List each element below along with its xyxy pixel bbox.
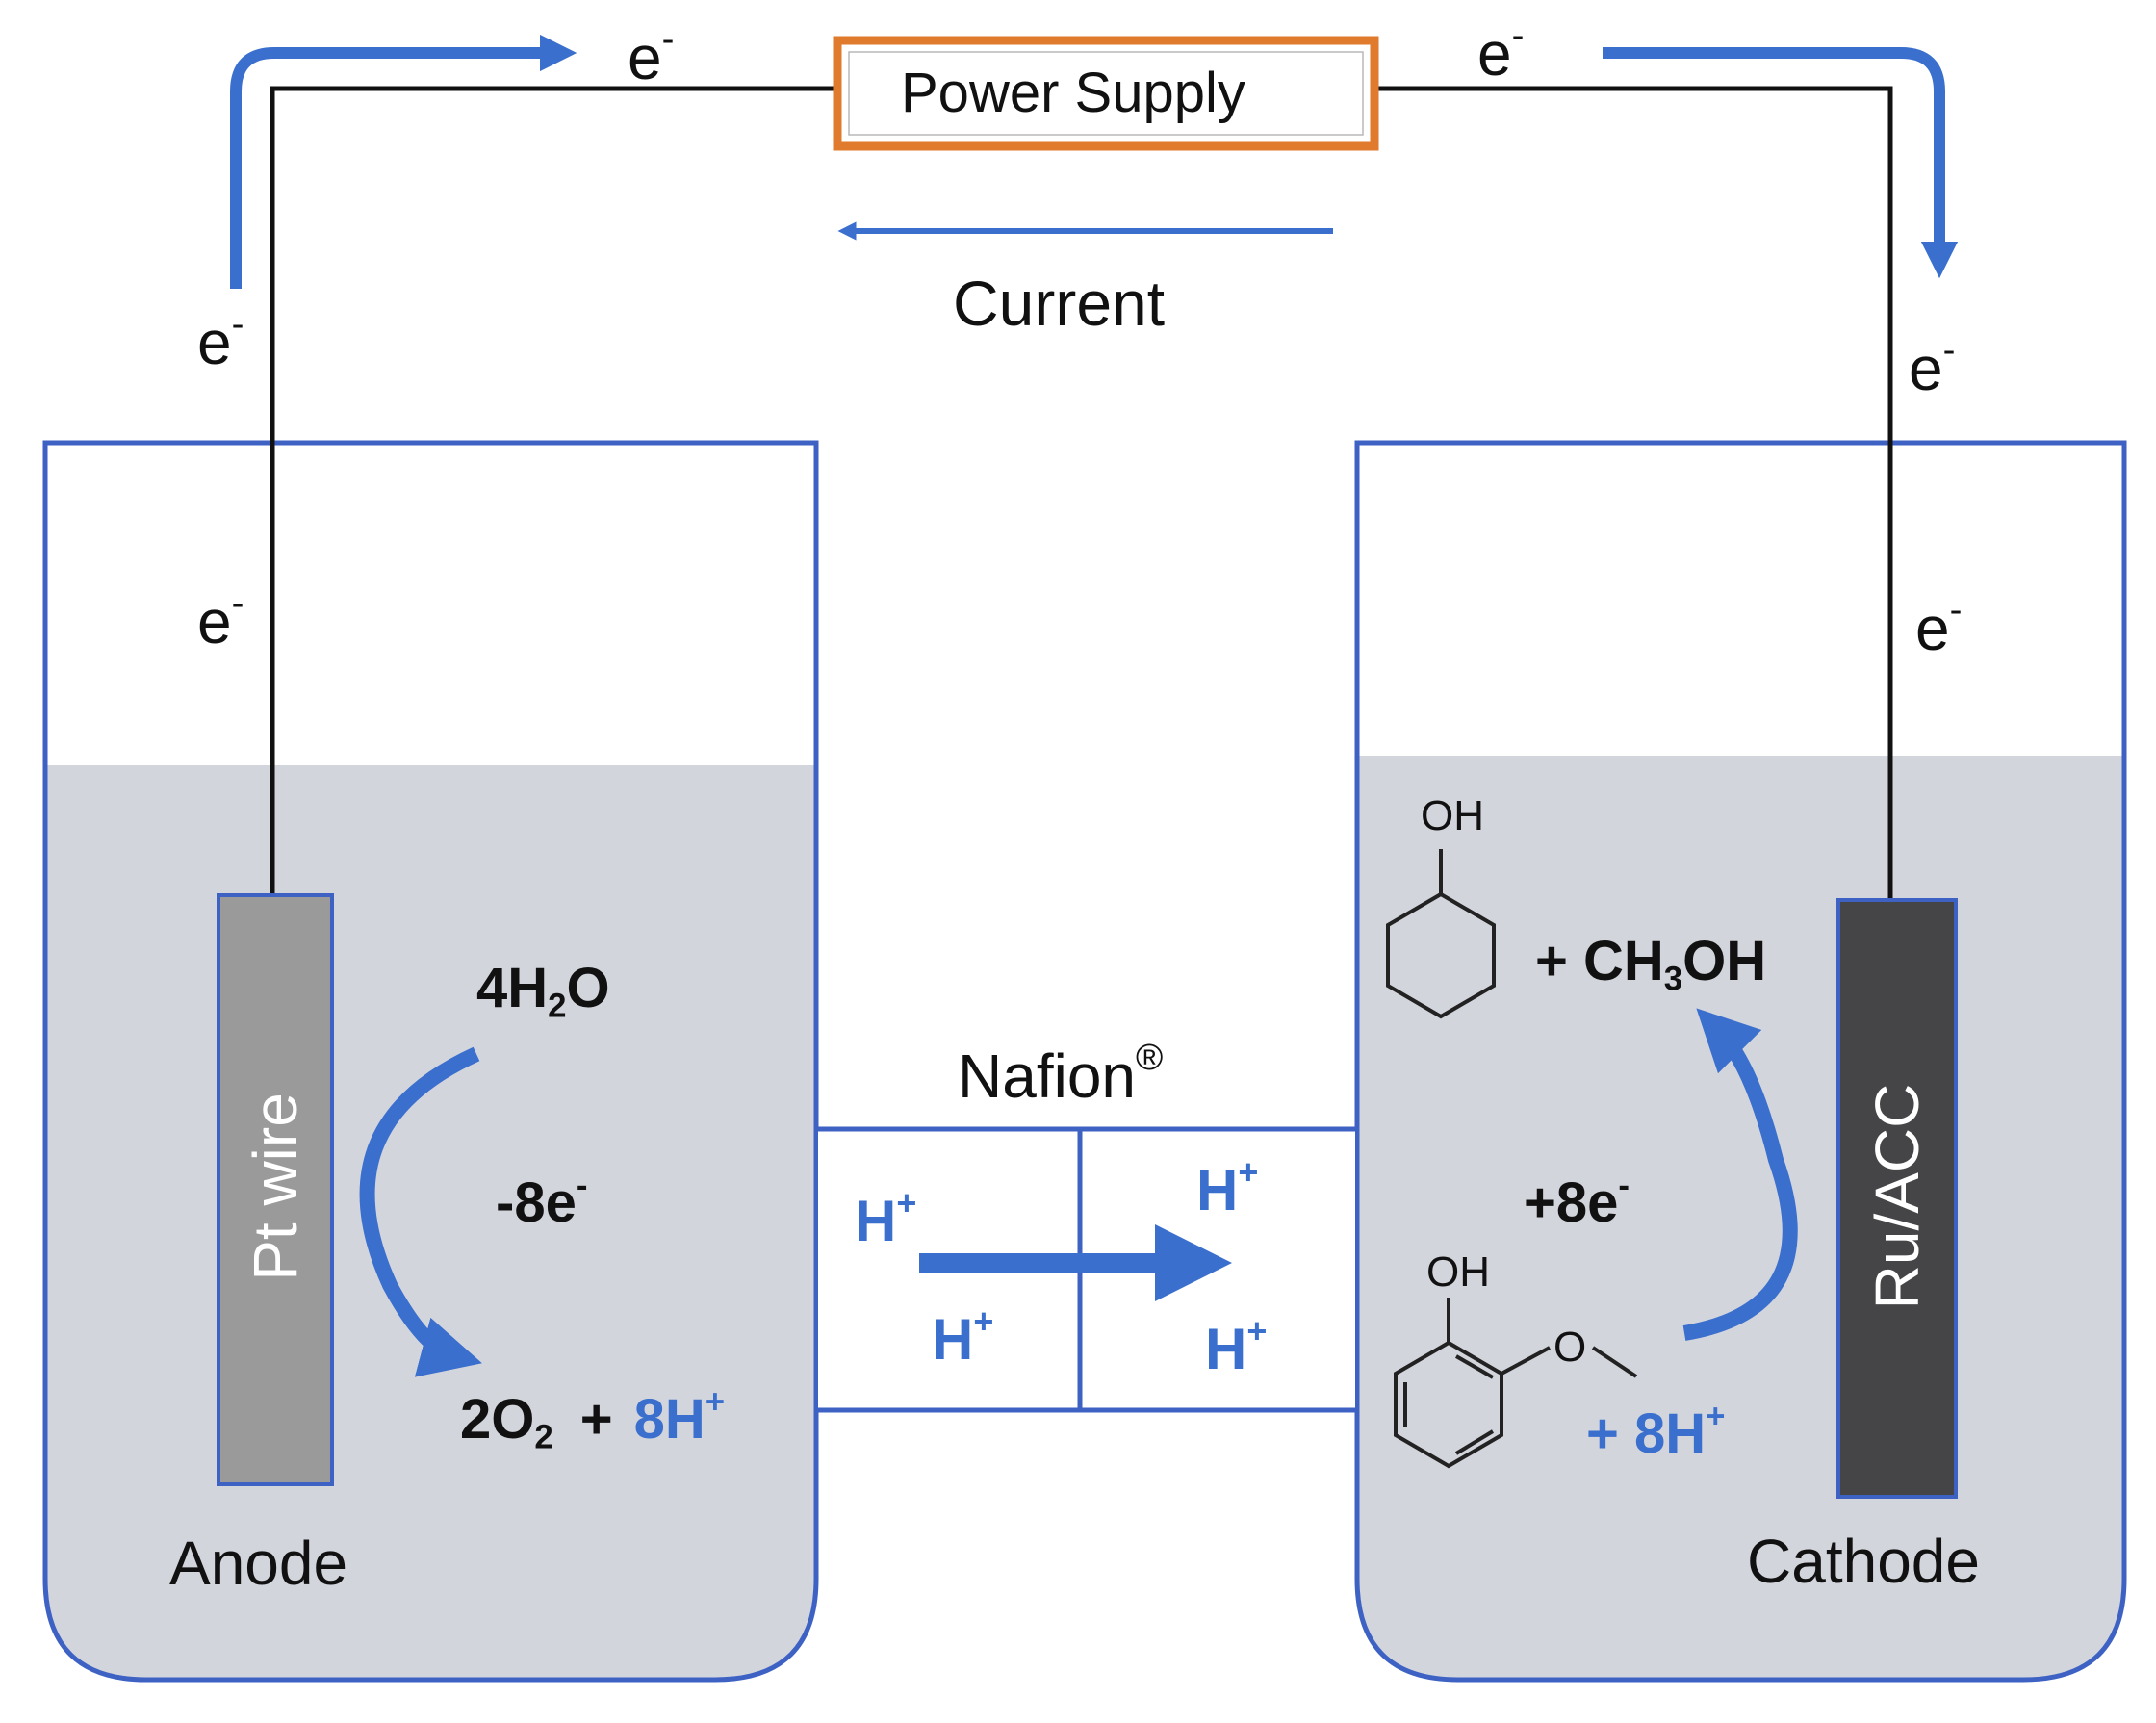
electron-label-top-left: e- (628, 18, 675, 92)
cyclohexanol-structure (1386, 849, 1496, 1019)
anode-reaction-arrow (359, 1046, 482, 1377)
cyclohexanol-oh-label: OH (1421, 792, 1484, 839)
electron-label-right-upper: e- (1909, 329, 1956, 403)
cathode-label: Cathode (1747, 1527, 1980, 1596)
anode-wire (270, 86, 837, 895)
nafion-label: Nafion® (958, 1037, 1164, 1111)
proton-label-right-top: H+ (1196, 1152, 1259, 1222)
power-supply-label: Power Supply (901, 62, 1245, 124)
electron-flow-arrow-cathode (1603, 47, 1959, 279)
proton-label-left-top: H+ (855, 1183, 917, 1253)
guaiacol-oh-label: OH (1426, 1248, 1490, 1296)
anode-beaker (42, 440, 819, 1683)
anode-label: Anode (169, 1529, 348, 1598)
anode-electrolyte (45, 765, 816, 1680)
water-reactant-label: 4H2O (476, 957, 610, 1025)
cathode-electrolyte (1357, 756, 2124, 1680)
electron-label-top-right: e- (1477, 14, 1525, 89)
proton-label-left-bottom: H+ (932, 1301, 994, 1372)
pt-wire-electrode (217, 893, 334, 1486)
cathode-wire (1374, 86, 1893, 900)
electron-label-left-upper: e- (197, 303, 244, 377)
power-supply-inner-border (848, 51, 1364, 136)
anode-products-label: 2O2+8H+ (460, 1383, 726, 1456)
guaiacol-structure (1394, 1298, 1638, 1469)
cathode-reaction-arrow (1682, 1008, 1798, 1341)
guaiacol-o-label: O (1553, 1324, 1587, 1371)
power-supply-box (833, 36, 1379, 151)
anode-beaker-outline (42, 440, 819, 1683)
electron-label-left-lower: e- (197, 582, 244, 656)
methanol-product-label: + CH3OH (1535, 930, 1767, 998)
proton-label-right-bottom: H+ (1205, 1311, 1268, 1381)
cathode-proton-input-label: + 8H+ (1586, 1398, 1726, 1466)
pt-wire-label: Pt wire (241, 1093, 310, 1281)
anode-electron-change-label: -8e- (496, 1167, 588, 1235)
ru-acc-electrode (1836, 898, 1958, 1499)
electron-flow-arrow-anode (230, 34, 578, 289)
ru-acc-label: Ru/ACC (1862, 1083, 1932, 1310)
electron-label-right-lower: e- (1915, 589, 1963, 663)
current-label: Current (953, 268, 1166, 339)
cathode-beaker-outline (1354, 440, 2127, 1683)
cathode-electron-change-label: +8e- (1524, 1167, 1630, 1235)
